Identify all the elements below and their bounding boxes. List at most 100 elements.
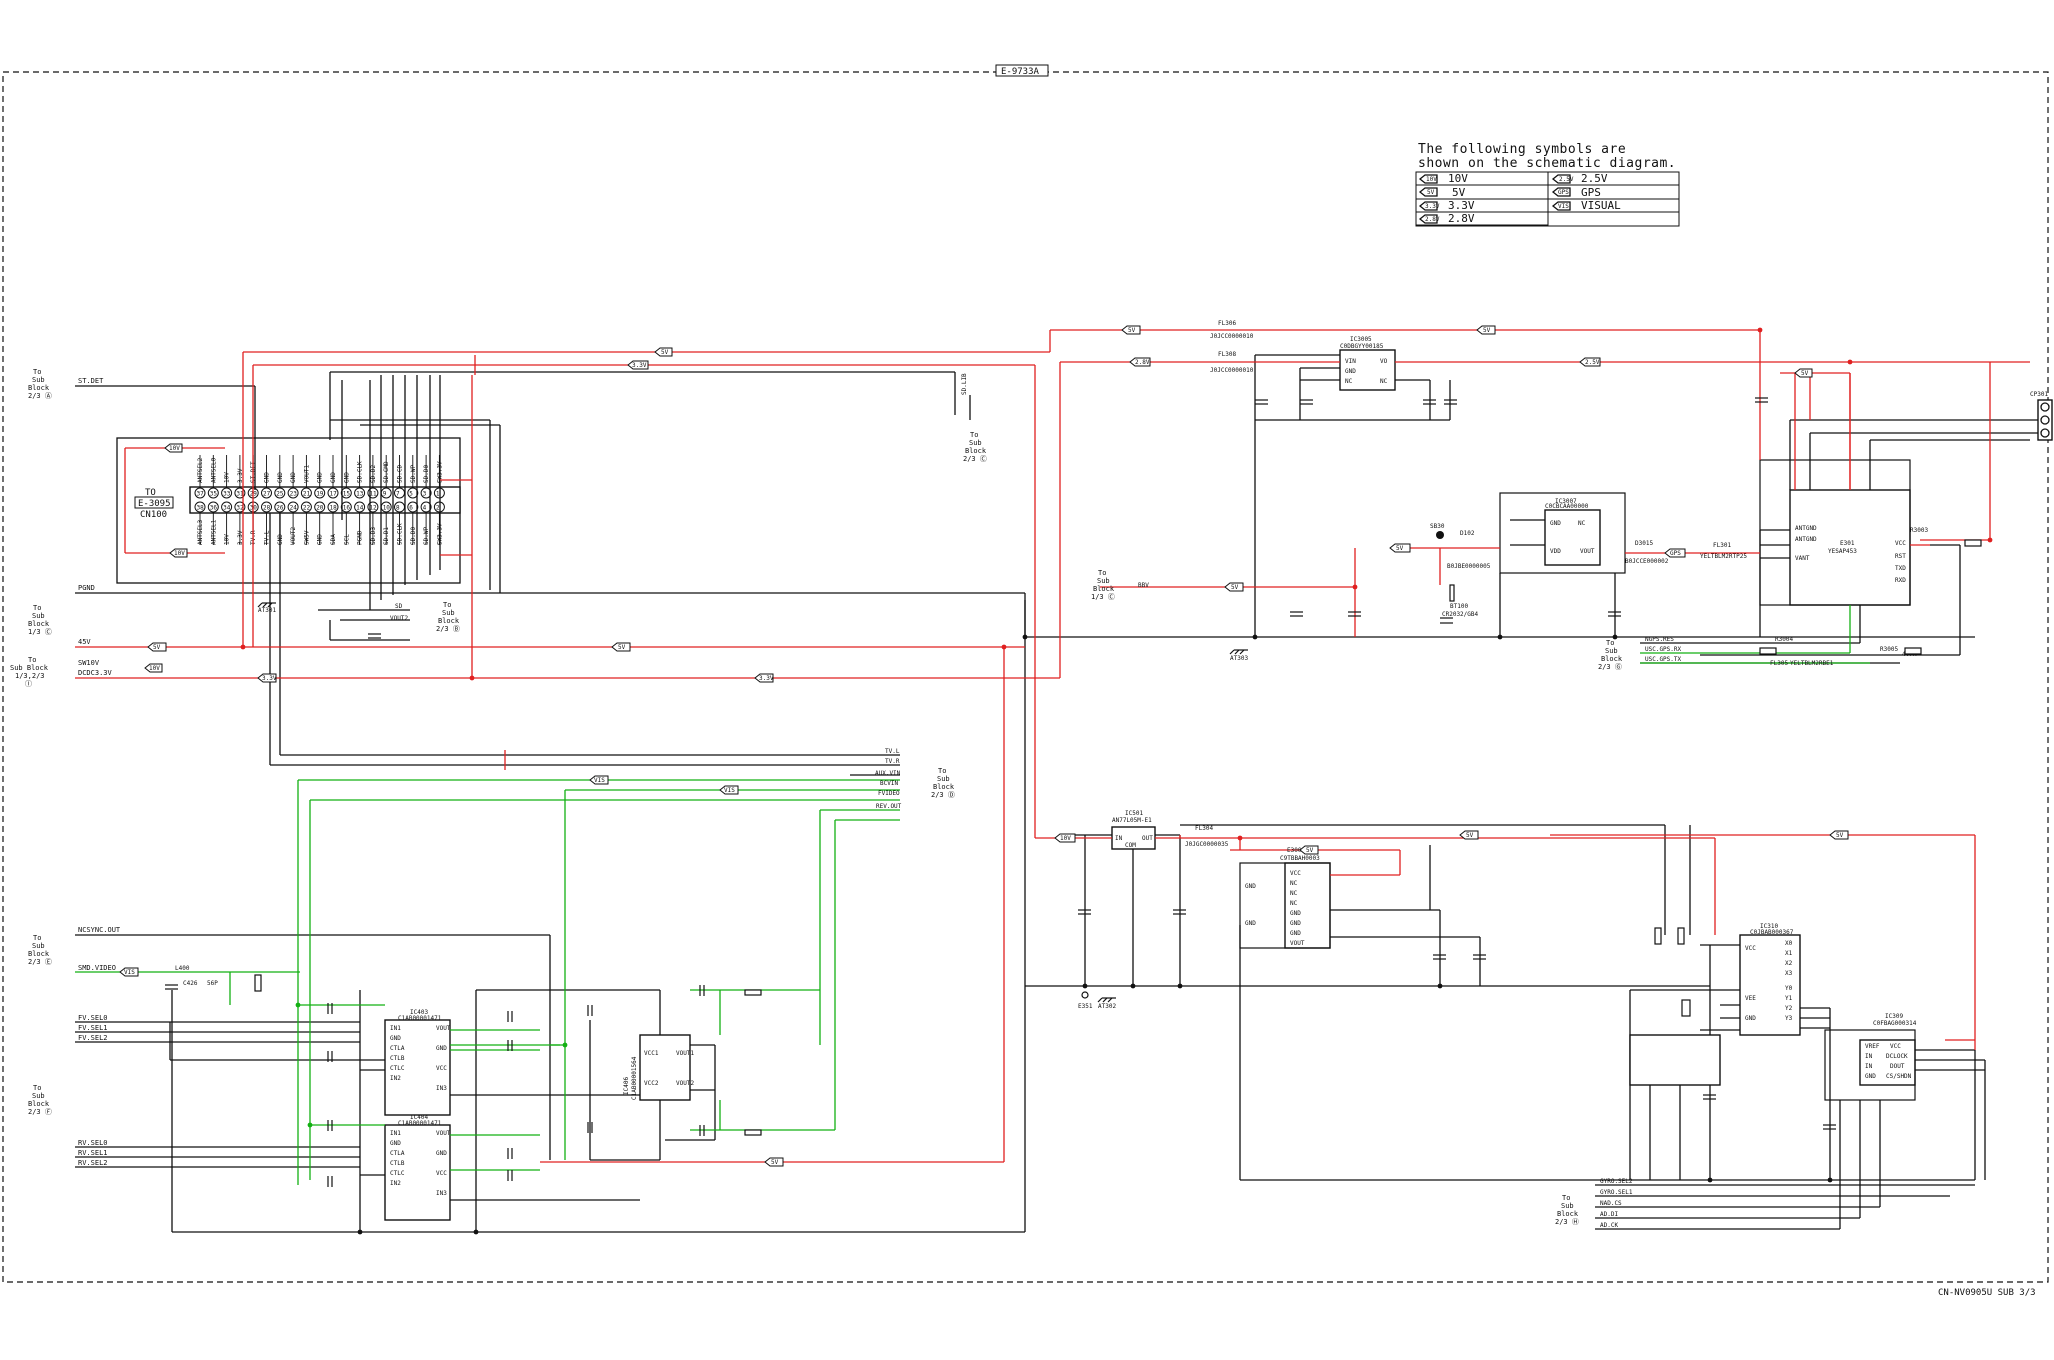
rail-flag: 5V — [1121, 325, 1141, 335]
connector-pin-number: 33 — [223, 491, 231, 498]
svg-text:2/3 Ⓕ: 2/3 Ⓕ — [28, 1108, 52, 1116]
connector-signal-label: GND — [343, 472, 350, 483]
svg-text:Block: Block — [28, 950, 50, 958]
svg-text:GND: GND — [1290, 920, 1301, 927]
net-vout2: VOUT2 — [390, 615, 408, 622]
svg-text:IN2: IN2 — [390, 1180, 401, 1187]
label-d3015: D3015 — [1635, 540, 1653, 547]
svg-text:GPS: GPS — [1581, 186, 1601, 199]
connector-pin-number: 24 — [290, 505, 298, 512]
connector-signal-label: TV.L — [264, 530, 271, 545]
svg-text:To: To — [1098, 569, 1106, 577]
svg-text:CTLC: CTLC — [390, 1065, 405, 1072]
svg-text:VOUT2: VOUT2 — [676, 1080, 694, 1087]
connector-pin-number: 2 — [436, 505, 440, 512]
sub-block-refs: To Sub Block 2/3 Ⓐ To Sub Block 1/3 Ⓒ To… — [10, 368, 1623, 1226]
svg-text:Sub: Sub — [32, 942, 45, 950]
rail-flag: 10V — [1054, 833, 1076, 843]
net-sdlib: SD.LIB — [961, 373, 968, 395]
connector-pin-number: 1 — [436, 491, 440, 498]
label-bt100: BT100 — [1450, 603, 1468, 610]
svg-text:CS/SHDN: CS/SHDN — [1886, 1073, 1912, 1080]
svg-text:VOUT: VOUT — [1290, 940, 1305, 947]
label-fl306: FL306 — [1218, 320, 1236, 327]
connector-pin-number: 26 — [276, 505, 284, 512]
svg-text:To: To — [970, 431, 978, 439]
svg-text:GPS: GPS — [1670, 550, 1681, 557]
svg-text:TXD: TXD — [1895, 565, 1906, 572]
svg-text:C1AB00001471: C1AB00001471 — [398, 1120, 442, 1127]
rail-flag: 3.3V — [754, 673, 774, 683]
label-at303: AT303 — [1230, 655, 1248, 662]
label-ic501: IC501 — [1125, 810, 1143, 817]
svg-text:2/3 Ⓒ: 2/3 Ⓒ — [963, 455, 987, 463]
connector-signal-label: SD.D1 — [383, 527, 390, 545]
svg-text:Y1: Y1 — [1785, 995, 1793, 1002]
connector-pin-number: 16 — [343, 505, 351, 512]
connector-pin-number: 10 — [383, 505, 391, 512]
rail-flag: 5V — [1299, 845, 1319, 855]
sub-block-ref-2-3-g: To Sub Block 2/3 Ⓖ — [1598, 639, 1623, 671]
connector-pin-number: 13 — [356, 491, 364, 498]
sub-block-ref-2-3-a: To Sub Block 2/3 Ⓐ — [28, 368, 52, 400]
svg-text:GND: GND — [1550, 520, 1561, 527]
svg-text:GND: GND — [1865, 1073, 1876, 1080]
svg-text:3.3V: 3.3V — [1425, 203, 1440, 210]
net-usctx: USC.GPS.TX — [1645, 656, 1682, 663]
svg-text:Sub: Sub — [32, 376, 45, 384]
label-c426: C426 — [183, 980, 198, 987]
symbol-legend: The following symbols are shown on the s… — [1415, 142, 1680, 227]
rail-flag: 5V — [1476, 325, 1496, 335]
connector-pin-number: 20 — [316, 505, 324, 512]
net-st-det: ST.DET — [78, 377, 104, 385]
rail-flag: 5V — [611, 642, 631, 652]
svg-text:To: To — [33, 368, 41, 376]
connector-pin-number: 27 — [263, 491, 271, 498]
svg-text:Sub: Sub — [1097, 577, 1110, 585]
rail-flags: 5V 5V 2.8V 2.5V 5V 5V 3.3V 10V 10V 5V 10… — [119, 325, 1849, 1167]
svg-text:10V: 10V — [1448, 172, 1468, 185]
label-r3004: R3004 — [1775, 636, 1793, 643]
connector-signal-label: SD.D0 — [423, 465, 430, 483]
svg-text:GND: GND — [1745, 1015, 1756, 1022]
svg-text:Y0: Y0 — [1785, 985, 1793, 992]
svg-text:2/3 Ⓐ: 2/3 Ⓐ — [28, 392, 52, 400]
svg-text:To: To — [28, 656, 36, 664]
net-nad: NAD.CS — [1600, 1200, 1622, 1207]
legend-row: 3.3V 3.3V VIS VISUAL — [1418, 199, 1621, 212]
svg-text:COM: COM — [1125, 842, 1136, 849]
svg-text:NC: NC — [1345, 378, 1353, 385]
red-power-wiring — [75, 329, 2030, 1163]
svg-text:C1AB00001564: C1AB00001564 — [631, 1056, 638, 1100]
svg-text:Block: Block — [28, 384, 50, 392]
connector-pin-number: 37 — [197, 491, 205, 498]
connector-pin-number: 28 — [263, 505, 271, 512]
svg-text:VCC: VCC — [436, 1065, 447, 1072]
net-rvsel0: RV.SEL0 — [78, 1139, 108, 1147]
svg-text:NC: NC — [1380, 378, 1388, 385]
label-r3005: R3005 — [1880, 646, 1898, 653]
connector-pin-number: 31 — [236, 491, 244, 498]
rail-flag: VIS — [719, 785, 739, 795]
svg-text:5V: 5V — [661, 349, 669, 356]
connector-signal-label: GND — [317, 472, 324, 483]
svg-text:VIS: VIS — [724, 787, 735, 794]
svg-text:C9TBBAH0003: C9TBBAH0003 — [1280, 855, 1320, 862]
label-e351: E351 — [1078, 1003, 1093, 1010]
label-ic403: IC403 — [410, 1009, 428, 1016]
net-rvsel2: RV.SEL2 — [78, 1159, 108, 1167]
connector-pin-number: 11 — [369, 491, 377, 498]
connector-signal-label: VOUT2 — [290, 527, 297, 545]
svg-text:CTLC: CTLC — [390, 1170, 405, 1177]
svg-text:Block: Block — [1601, 655, 1623, 663]
connector-signal-label: ST.DET — [250, 461, 257, 483]
svg-text:3.3V: 3.3V — [262, 675, 277, 682]
black-wiring — [75, 349, 2053, 1233]
svg-text:To: To — [443, 601, 451, 609]
connector-signal-label: GND — [277, 472, 284, 483]
net-addi: AD.DI — [1600, 1211, 1618, 1218]
svg-text:2.5V: 2.5V — [1581, 172, 1608, 185]
connector-signal-label: SD.WP — [410, 465, 417, 483]
svg-text:1/3 Ⓒ: 1/3 Ⓒ — [28, 628, 52, 636]
svg-text:VEE: VEE — [1745, 995, 1756, 1002]
